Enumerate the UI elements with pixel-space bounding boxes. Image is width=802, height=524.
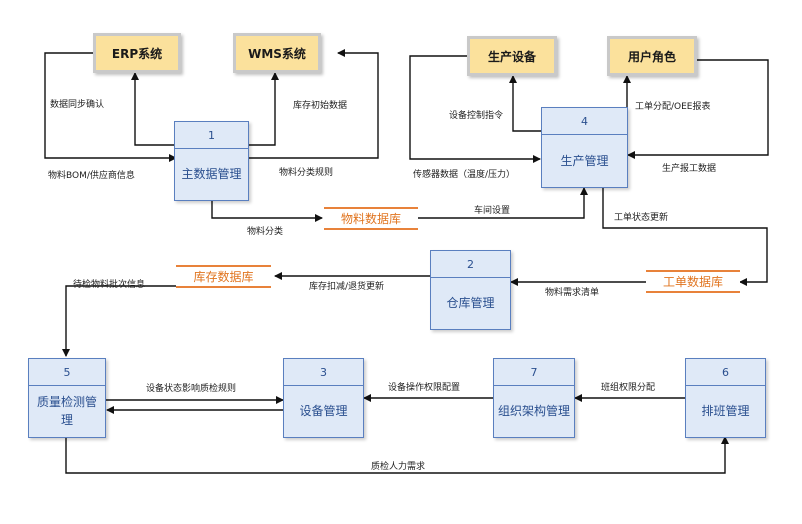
process-master-data: 1 主数据管理 <box>174 121 249 201</box>
process-number: 5 <box>29 359 105 386</box>
process-warehouse: 2 仓库管理 <box>430 250 511 330</box>
label-equip-status-rules: 设备状态影响质检规则 <box>146 384 237 394</box>
flow-line-material-bom <box>131 72 176 146</box>
label-material-demand: 物料需求清单 <box>545 288 600 298</box>
process-name: 仓库管理 <box>446 296 495 310</box>
flow-line-workorder-status <box>602 188 768 286</box>
process-number: 1 <box>175 122 248 149</box>
inventory-database-store: 库存数据库 <box>176 265 271 288</box>
flow-line-inventory-init <box>248 72 279 146</box>
process-number: 7 <box>494 359 574 386</box>
flow-line-pending-batch <box>62 285 176 357</box>
label-sensor-data: 传感器数据（温度/压力） <box>413 170 516 180</box>
flow-line-qc-manpower <box>65 436 729 474</box>
production-equipment-entity: 生产设备 <box>467 36 557 76</box>
flow-line-material-class <box>211 201 323 222</box>
label-equip-control: 设备控制指令 <box>449 111 504 121</box>
process-production: 4 生产管理 <box>541 107 628 188</box>
flow-line-workshop-setup <box>418 187 588 219</box>
wms-system-entity: WMS系统 <box>233 33 321 73</box>
label-inventory-init: 库存初始数据 <box>293 101 348 111</box>
label-shift-permission: 班组权限分配 <box>601 383 656 393</box>
process-quality-inspection: 5 质量检测管理 <box>28 358 106 438</box>
flow-line-sensor-data <box>409 55 541 163</box>
process-name: 质量检测管理 <box>36 395 97 427</box>
process-organization: 7 组织架构管理 <box>493 358 575 438</box>
erp-system-entity: ERP系统 <box>93 33 181 73</box>
material-database-store: 物料数据库 <box>324 207 418 230</box>
process-shift-scheduling: 6 排班管理 <box>685 358 766 438</box>
process-number: 3 <box>284 359 363 386</box>
label-material-bom-supplier: 物料BOM/供应商信息 <box>48 171 135 181</box>
label-workorder-status: 工单状态更新 <box>614 213 669 223</box>
label-production-report: 生产报工数据 <box>662 164 717 174</box>
label-stock-deduct: 库存扣减/退货更新 <box>309 282 385 292</box>
flow-line-production-report <box>627 59 769 159</box>
label-workorder-oee: 工单分配/OEE报表 <box>635 102 711 112</box>
workorder-database-store: 工单数据库 <box>646 270 740 293</box>
label-equip-permission: 设备操作权限配置 <box>388 383 461 393</box>
label-data-sync-confirm: 数据同步确认 <box>50 100 105 110</box>
label-material-class: 物料分类 <box>247 227 284 237</box>
label-pending-batch: 待检物料批次信息 <box>73 280 146 290</box>
label-qc-manpower: 质检人力需求 <box>371 462 426 472</box>
process-number: 2 <box>431 251 510 278</box>
flow-line-material-rules <box>248 49 379 159</box>
process-name: 排班管理 <box>701 404 750 418</box>
process-equipment: 3 设备管理 <box>283 358 364 438</box>
flow-line-equip-control <box>509 75 541 132</box>
process-number: 4 <box>542 108 627 135</box>
process-name: 设备管理 <box>299 404 348 418</box>
process-name: 主数据管理 <box>181 167 242 181</box>
user-role-entity: 用户角色 <box>607 36 697 76</box>
flow-line-data-sync <box>44 52 177 162</box>
process-name: 组织架构管理 <box>498 404 571 418</box>
process-number: 6 <box>686 359 765 386</box>
process-name: 生产管理 <box>560 153 609 168</box>
label-material-class-rules: 物料分类规则 <box>279 168 334 178</box>
label-workshop-setup: 车间设置 <box>474 206 511 216</box>
